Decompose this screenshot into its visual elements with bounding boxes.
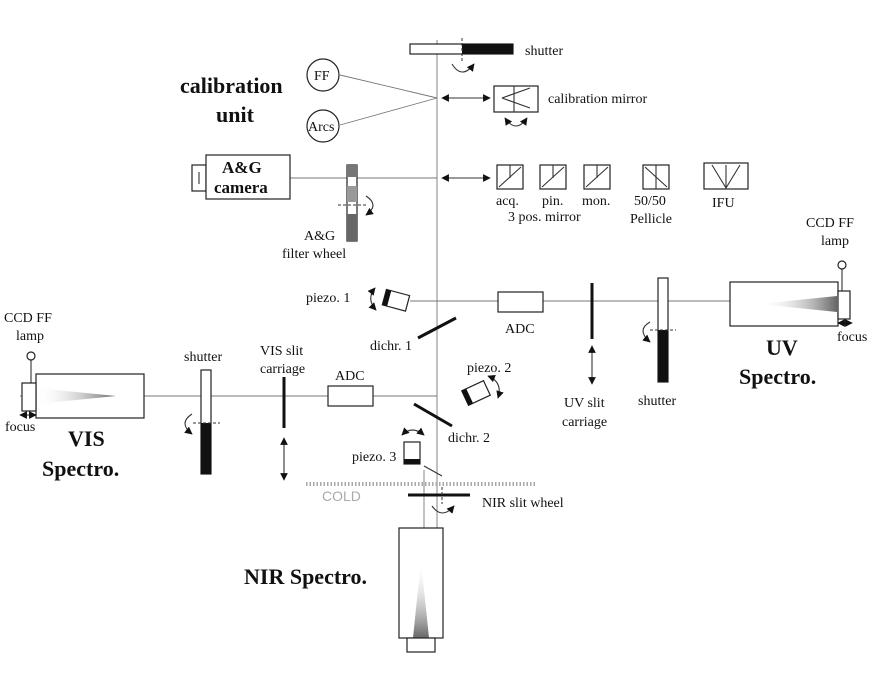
vis-ccd-ff-label-line1: CCD FF — [4, 311, 52, 326]
rotation-arrow-icon — [487, 375, 504, 399]
vis-beam-cone — [36, 388, 116, 404]
piezo-2: piezo. 2 — [460, 361, 511, 407]
ag-camera: A&G camera — [191, 154, 291, 200]
nir-slit-wheel: NIR slit wheel — [408, 487, 564, 514]
piezo3-label: piezo. 3 — [352, 450, 396, 465]
pellicle-label-line2: Pellicle — [630, 212, 672, 227]
uv-spectro-label-line2: Spectro. — [739, 364, 816, 389]
ag-camera-label-line1: A&G — [222, 158, 262, 177]
vis-slit-label-line1: VIS slit — [260, 344, 303, 359]
vis-focus-label: focus — [5, 420, 35, 435]
dichr2-label: dichr. 2 — [448, 431, 490, 446]
uv-shutter-blade — [658, 330, 668, 382]
ifu-optics — [711, 164, 741, 190]
filter-segment — [347, 214, 357, 241]
ag-camera-label-line2: camera — [214, 178, 268, 197]
pellicle-label-line1: 50/50 — [634, 194, 666, 209]
pin-label: pin. — [542, 194, 563, 209]
ccd-ff-lamp-bulb-icon — [26, 351, 36, 361]
vis-adc-label: ADC — [335, 369, 365, 384]
optical-paths — [20, 40, 845, 530]
uv-focus-label: focus — [837, 330, 867, 345]
uv-detector — [837, 290, 851, 320]
calibration-mirror — [493, 85, 539, 113]
rotation-arrow-icon — [642, 321, 651, 343]
piezo3-mirror-face — [404, 459, 420, 464]
dichroic-1 — [417, 316, 457, 340]
ag-filter-label-line2: filter wheel — [282, 247, 346, 262]
nir-spectrograph: NIR Spectro. — [244, 527, 444, 653]
piezo-1: piezo. 1 — [306, 287, 411, 312]
calibration-unit: calibration unit FF Arcs calibration mir… — [180, 58, 647, 143]
vis-spectro-label-line1: VIS — [68, 426, 105, 451]
calibration-mirror-label: calibration mirror — [548, 92, 647, 107]
filter-segment — [347, 165, 357, 177]
vis-slit-label-line2: carriage — [260, 362, 305, 377]
three-pos-mirror-label: 3 pos. mirror — [508, 210, 581, 225]
top-shutter: shutter — [409, 38, 563, 73]
arcs-lamp — [306, 109, 340, 143]
rotation-arrow-icon — [365, 195, 374, 216]
uv-slit-label-line2: carriage — [562, 415, 607, 430]
vis-detector — [21, 382, 37, 412]
ifu-label: IFU — [712, 196, 735, 211]
uv-beam-cone — [758, 296, 837, 312]
uv-ccd-ff-lamp: CCD FF lamp — [806, 216, 854, 292]
uv-adc — [497, 291, 544, 313]
selectable-mirrors: acq. pin. mon. 3 pos. mirror 50/50 Pelli… — [441, 162, 749, 227]
ccd-ff-lamp-bulb-icon — [837, 260, 847, 270]
uv-ccd-ff-label-line1: CCD FF — [806, 216, 854, 231]
uv-spectro-label-line1: UV — [766, 335, 798, 360]
cold-label: COLD — [322, 488, 361, 504]
vis-shutter-label: shutter — [184, 350, 222, 365]
rotation-arrow-icon — [184, 413, 193, 435]
uv-arm: ADC UV slit carriage shutter focus UV Sp… — [497, 277, 867, 430]
calibration-mirror-optics — [501, 86, 531, 112]
mon-label: mon. — [582, 194, 610, 209]
vis-shutter-blade — [201, 423, 211, 474]
uv-shutter-label: shutter — [638, 394, 676, 409]
ff-lamp-label: FF — [314, 69, 330, 84]
ff-lamp-light-path — [339, 74, 438, 99]
vis-arm: shutter VIS slit carriage ADC — [184, 344, 374, 481]
piezo-3: piezo. 3 — [352, 427, 443, 477]
rotation-arrow-icon — [451, 63, 475, 73]
dichr1-label: dichr. 1 — [370, 339, 412, 354]
rotation-arrow-icon — [504, 117, 528, 127]
nir-spectro-label: NIR Spectro. — [244, 564, 367, 589]
rotation-arrow-icon — [431, 505, 455, 514]
nir-detector — [406, 637, 436, 653]
calibration-unit-label-line2: unit — [216, 102, 255, 127]
vis-adc — [327, 385, 374, 407]
piezo2-mirror-face — [461, 388, 474, 406]
filter-segment — [347, 186, 357, 202]
rotation-arrow-icon — [401, 427, 425, 436]
vis-ccd-ff-lamp: CCD FF lamp — [4, 311, 52, 383]
uv-ccd-ff-label-line2: lamp — [821, 234, 849, 249]
ff-lamp — [306, 58, 340, 92]
piezo1-mirror-face — [382, 289, 392, 307]
dichroic-2 — [413, 402, 453, 428]
top-shutter-label: shutter — [525, 44, 563, 59]
piezo3-beam — [423, 465, 443, 477]
nir-beam-cone — [413, 560, 429, 638]
piezo2-label: piezo. 2 — [467, 361, 511, 376]
vis-spectro-label-line2: Spectro. — [42, 456, 119, 481]
uv-slit-label-line1: UV slit — [564, 396, 605, 411]
nir-slit-wheel-label: NIR slit wheel — [482, 496, 564, 511]
uv-adc-label: ADC — [505, 322, 535, 337]
ag-camera-body — [205, 154, 291, 200]
acq-label: acq. — [496, 194, 519, 209]
ag-filter-wheel: A&G filter wheel — [282, 164, 374, 262]
vis-ccd-ff-label-line2: lamp — [16, 329, 44, 344]
piezo1-label: piezo. 1 — [306, 291, 350, 306]
ag-filter-label-line1: A&G — [304, 229, 335, 244]
arcs-lamp-label: Arcs — [308, 120, 334, 135]
calibration-unit-label-line1: calibration — [180, 73, 283, 98]
vis-spectrograph: focus VIS Spectro. — [5, 373, 145, 481]
arcs-lamp-light-path — [339, 97, 438, 126]
rotation-arrow-icon — [367, 287, 377, 311]
top-shutter-blade — [462, 44, 513, 54]
